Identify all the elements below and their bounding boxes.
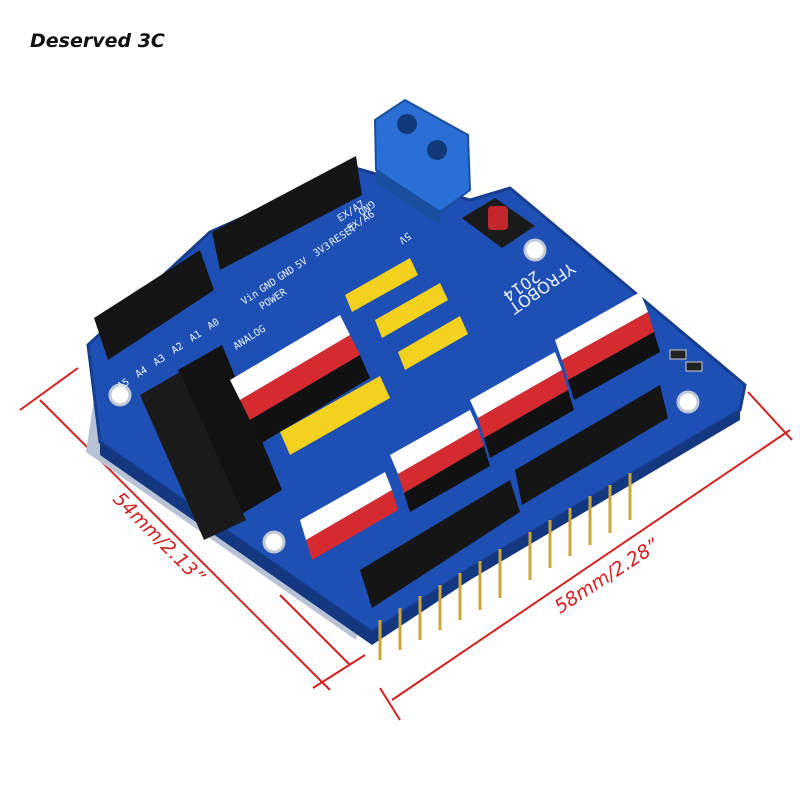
- digital-header: [360, 385, 668, 660]
- reset-button: [462, 198, 535, 248]
- screw-icon: [427, 140, 447, 160]
- length-end-cap-left: [379, 687, 401, 721]
- yellow-pin-headers: [280, 258, 468, 455]
- screw-terminal: [373, 98, 472, 225]
- smd-components: [669, 349, 703, 372]
- length-dimension-line: [391, 429, 791, 701]
- length-dimension-label: 58mm/2.28”: [551, 534, 664, 618]
- servo-pin-rows: [230, 292, 660, 560]
- power-header: [94, 156, 362, 360]
- mounting-hole: [523, 238, 547, 262]
- width-end-cap-bottom: [312, 654, 366, 689]
- mounting-hole: [262, 530, 286, 554]
- width-end-cap-top: [19, 367, 79, 411]
- length-end-cap-right: [747, 391, 793, 441]
- width-extension-line: [279, 594, 351, 666]
- analog-header: [140, 345, 282, 540]
- screw-icon: [397, 114, 417, 134]
- watermark-brand: Deserved 3C: [30, 30, 165, 52]
- mounting-hole: [108, 383, 132, 407]
- mounting-hole: [676, 390, 700, 414]
